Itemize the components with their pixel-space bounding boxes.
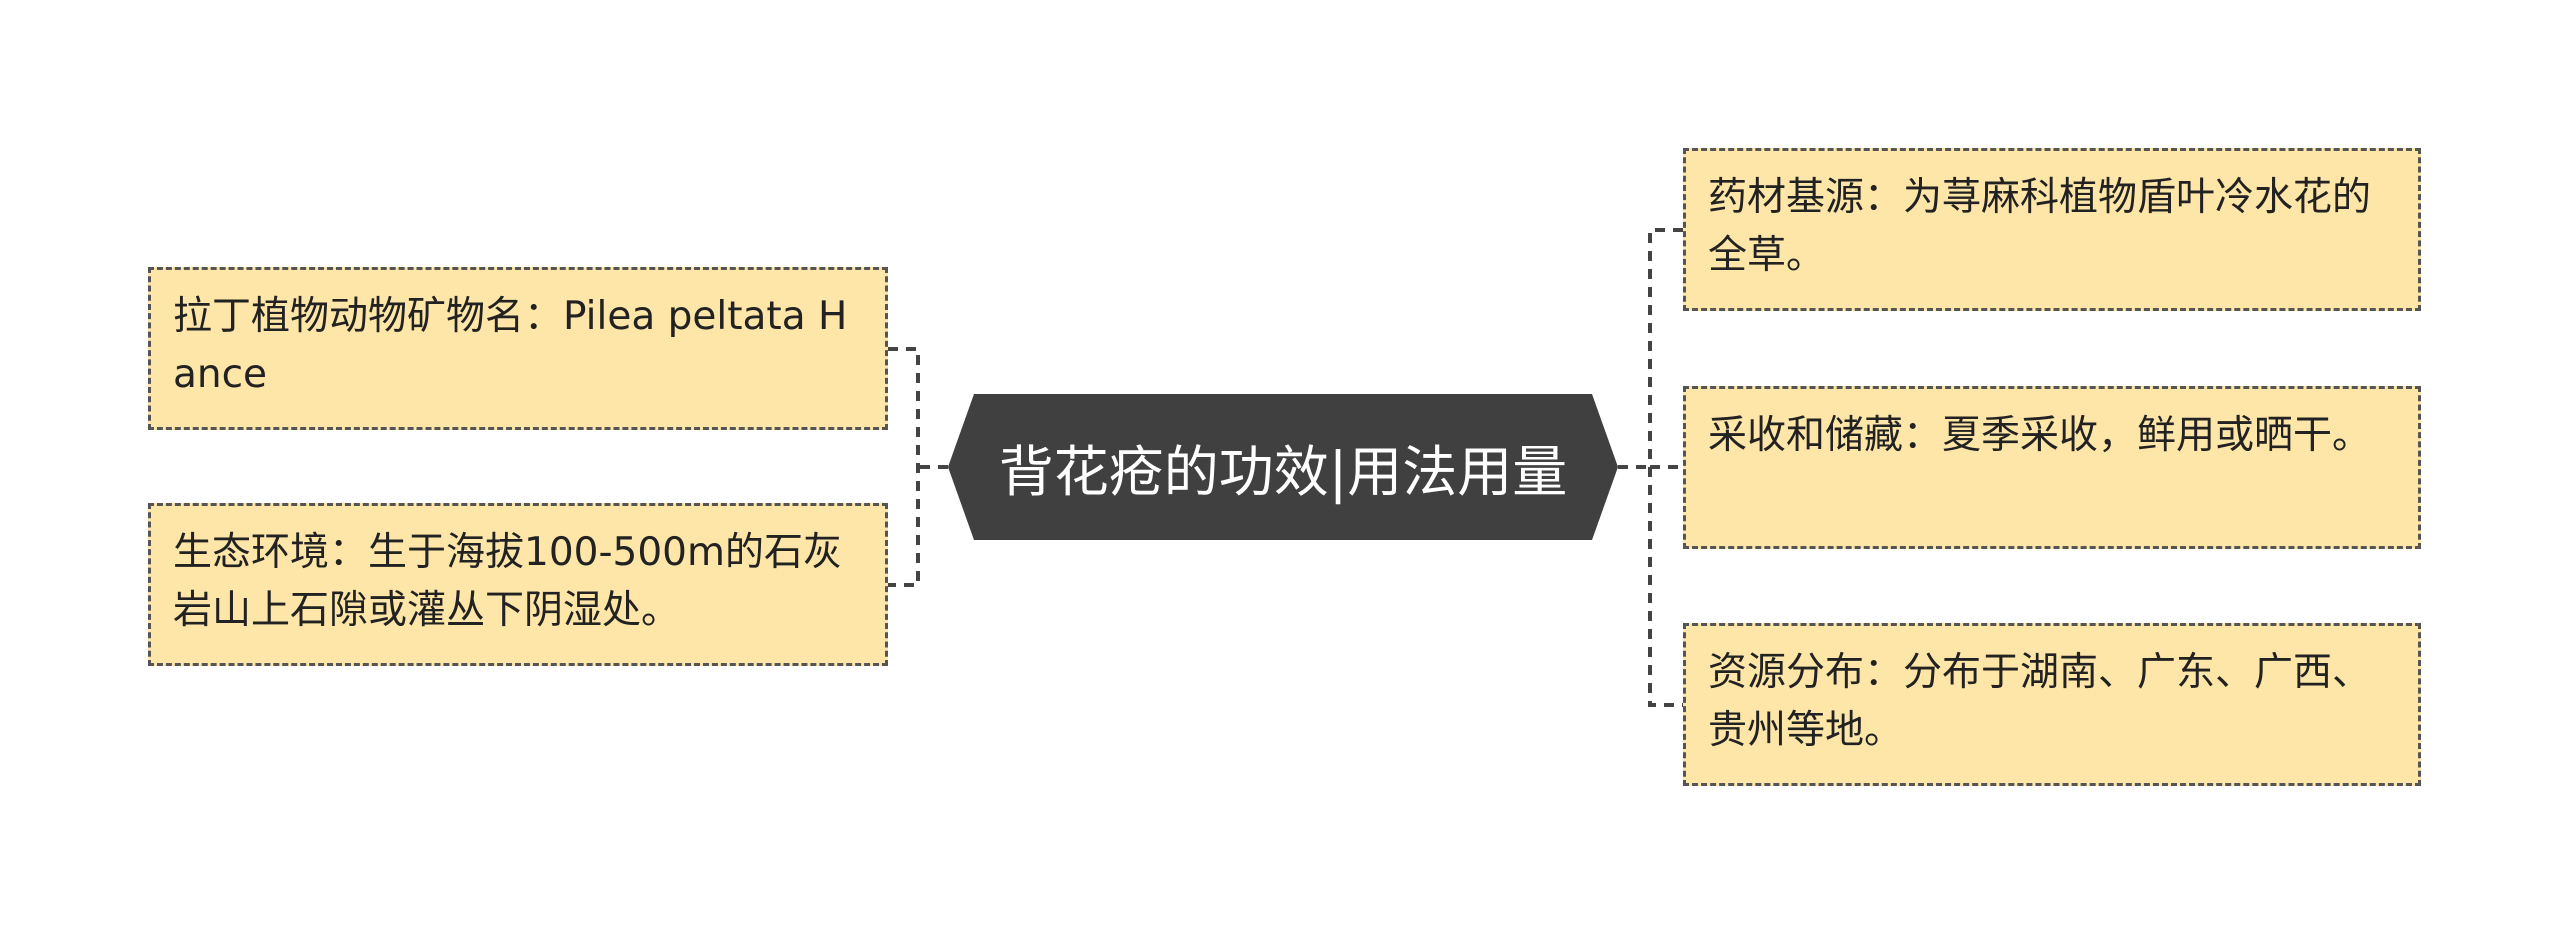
topic-distribution-text: 资源分布：分布于湖南、广东、广西、贵州等地。 — [1708, 650, 2372, 753]
topic-source[interactable]: 药材基源：为荨麻科植物盾叶冷水花的全草。 — [1683, 148, 2421, 311]
topic-harvest-storage[interactable]: 采收和储藏：夏季采收，鲜用或晒干。 — [1683, 386, 2421, 549]
left-bracket-line — [888, 347, 920, 587]
topic-distribution[interactable]: 资源分布：分布于湖南、广东、广西、贵州等地。 — [1683, 623, 2421, 786]
right-connectors — [1618, 228, 1683, 707]
topic-source-text: 药材基源：为荨麻科植物盾叶冷水花的全草。 — [1708, 175, 2372, 278]
central-topic-shape — [948, 394, 1618, 540]
central-topic-title: 背花疮的功效|用法用量 — [998, 440, 1568, 504]
central-topic[interactable]: 背花疮的功效|用法用量 — [948, 394, 1618, 540]
topic-latin-name-text: 拉丁植物动物矿物名：Pilea peltata Hance — [173, 294, 848, 397]
topic-habitat-text: 生态环境：生于海拔100-500m的石灰岩山上石隙或灌丛下阴湿处。 — [173, 530, 842, 633]
topic-habitat[interactable]: 生态环境：生于海拔100-500m的石灰岩山上石隙或灌丛下阴湿处。 — [148, 503, 888, 666]
topic-harvest-storage-text: 采收和储藏：夏季采收，鲜用或晒干。 — [1708, 413, 2372, 458]
left-connectors — [888, 347, 948, 587]
topic-latin-name[interactable]: 拉丁植物动物矿物名：Pilea peltata Hance — [148, 267, 888, 430]
